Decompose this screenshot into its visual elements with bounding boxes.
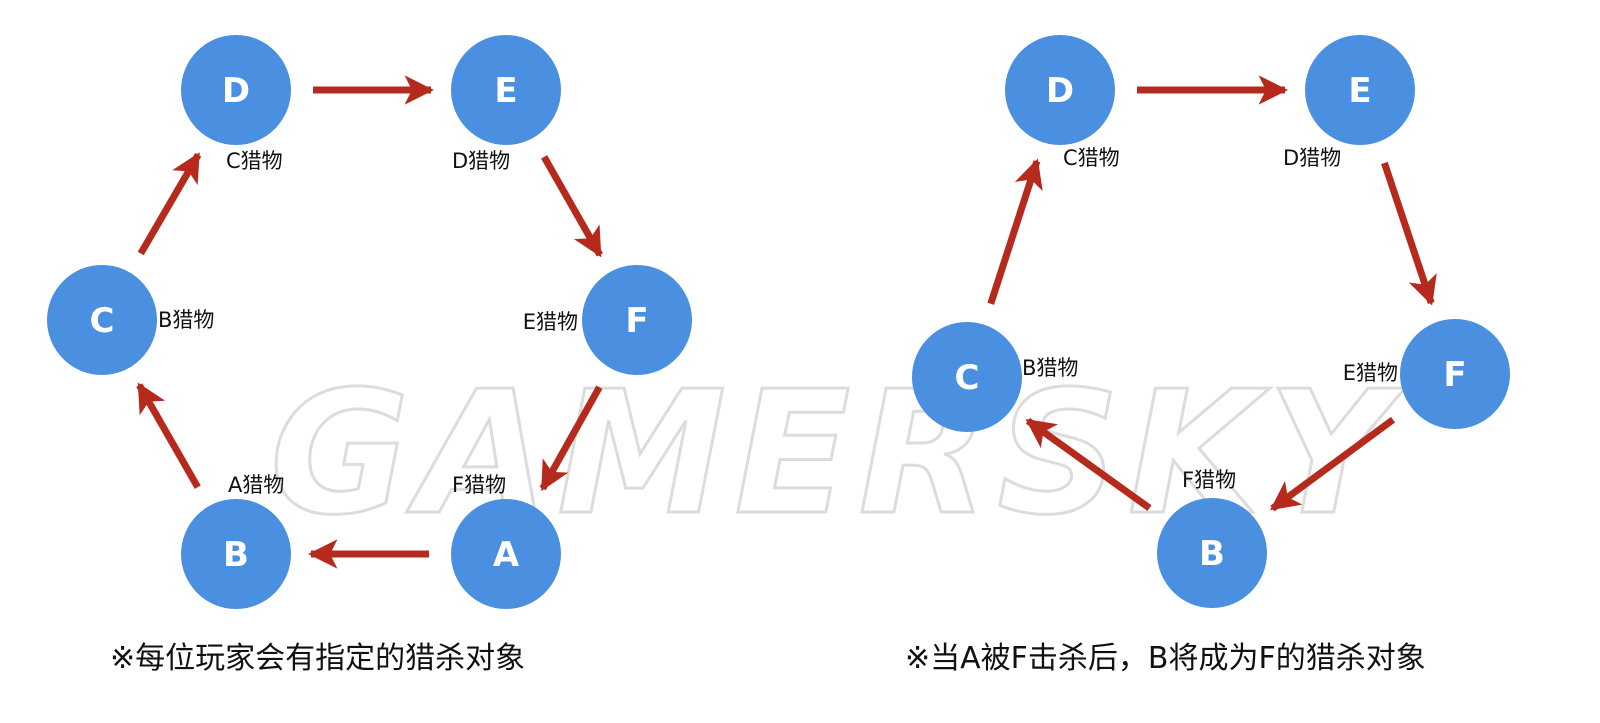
- arrow-b-to-c: [1025, 417, 1152, 511]
- node-letter: F: [1443, 355, 1466, 395]
- node-label: D猎物: [452, 149, 510, 173]
- arrow-e-to-f: [1381, 161, 1437, 306]
- node-circle: [582, 265, 692, 375]
- node-circle: [1400, 319, 1510, 429]
- node-f: F E猎物: [1343, 319, 1510, 429]
- arrow-c-to-d: [987, 158, 1043, 305]
- diagram-right: D C猎物 E D猎物 F E猎物 B F猎物 C B猎物 ※当A被F击杀后，B将成为F的猎杀对象: [905, 35, 1510, 676]
- node-label: B猎物: [1022, 356, 1078, 380]
- node-circle: [1305, 35, 1415, 145]
- node-circle: [181, 35, 291, 145]
- node-label: C猎物: [1063, 146, 1120, 170]
- node-letter: E: [494, 71, 517, 111]
- node-letter: B: [223, 535, 249, 575]
- caption-right: ※当A被F击杀后，B将成为F的猎杀对象: [905, 641, 1426, 676]
- diagram-left: D C猎物 E D猎物 F E猎物 A F猎物 B A猎物 C B猎物 ※每位玩家会有指定的猎杀对象: [47, 35, 692, 676]
- node-letter: B: [1199, 534, 1225, 574]
- node-label: E猎物: [1343, 361, 1398, 385]
- node-a: A F猎物: [451, 473, 561, 609]
- node-letter: D: [1046, 71, 1074, 111]
- node-c: C B猎物: [912, 322, 1078, 432]
- node-letter: F: [625, 301, 648, 341]
- arrow-f-to-b: [1270, 416, 1396, 512]
- node-f: F E猎物: [523, 265, 692, 375]
- node-e: E D猎物: [1283, 35, 1415, 170]
- node-letter: D: [222, 71, 250, 111]
- arrow-b-to-c: [136, 382, 201, 489]
- node-label: F猎物: [452, 473, 506, 497]
- node-letter: E: [1348, 71, 1371, 111]
- node-letter: C: [90, 301, 115, 341]
- node-e: E D猎物: [451, 35, 561, 173]
- node-label: A猎物: [228, 473, 284, 497]
- node-circle: [912, 322, 1022, 432]
- node-label: C猎物: [226, 149, 283, 173]
- node-circle: [451, 35, 561, 145]
- node-c: C B猎物: [47, 265, 214, 375]
- arrow-f-to-a: [539, 385, 603, 492]
- node-circle: [181, 499, 291, 609]
- caption-left: ※每位玩家会有指定的猎杀对象: [110, 641, 525, 676]
- node-circle: [47, 265, 157, 375]
- node-letter: A: [493, 535, 520, 575]
- node-b: B F猎物: [1157, 468, 1267, 608]
- node-label: B猎物: [158, 308, 214, 332]
- node-circle: [451, 499, 561, 609]
- node-d: D C猎物: [181, 35, 291, 173]
- node-circle: [1005, 35, 1115, 145]
- node-circle: [1157, 498, 1267, 608]
- node-b: B A猎物: [181, 473, 291, 609]
- node-label: D猎物: [1283, 146, 1341, 170]
- arrow-e-to-f: [541, 155, 603, 258]
- node-d: D C猎物: [1005, 35, 1120, 170]
- node-letter: C: [955, 358, 980, 398]
- node-label: F猎物: [1182, 468, 1236, 492]
- arrow-c-to-d: [137, 152, 202, 256]
- node-label: E猎物: [523, 310, 578, 334]
